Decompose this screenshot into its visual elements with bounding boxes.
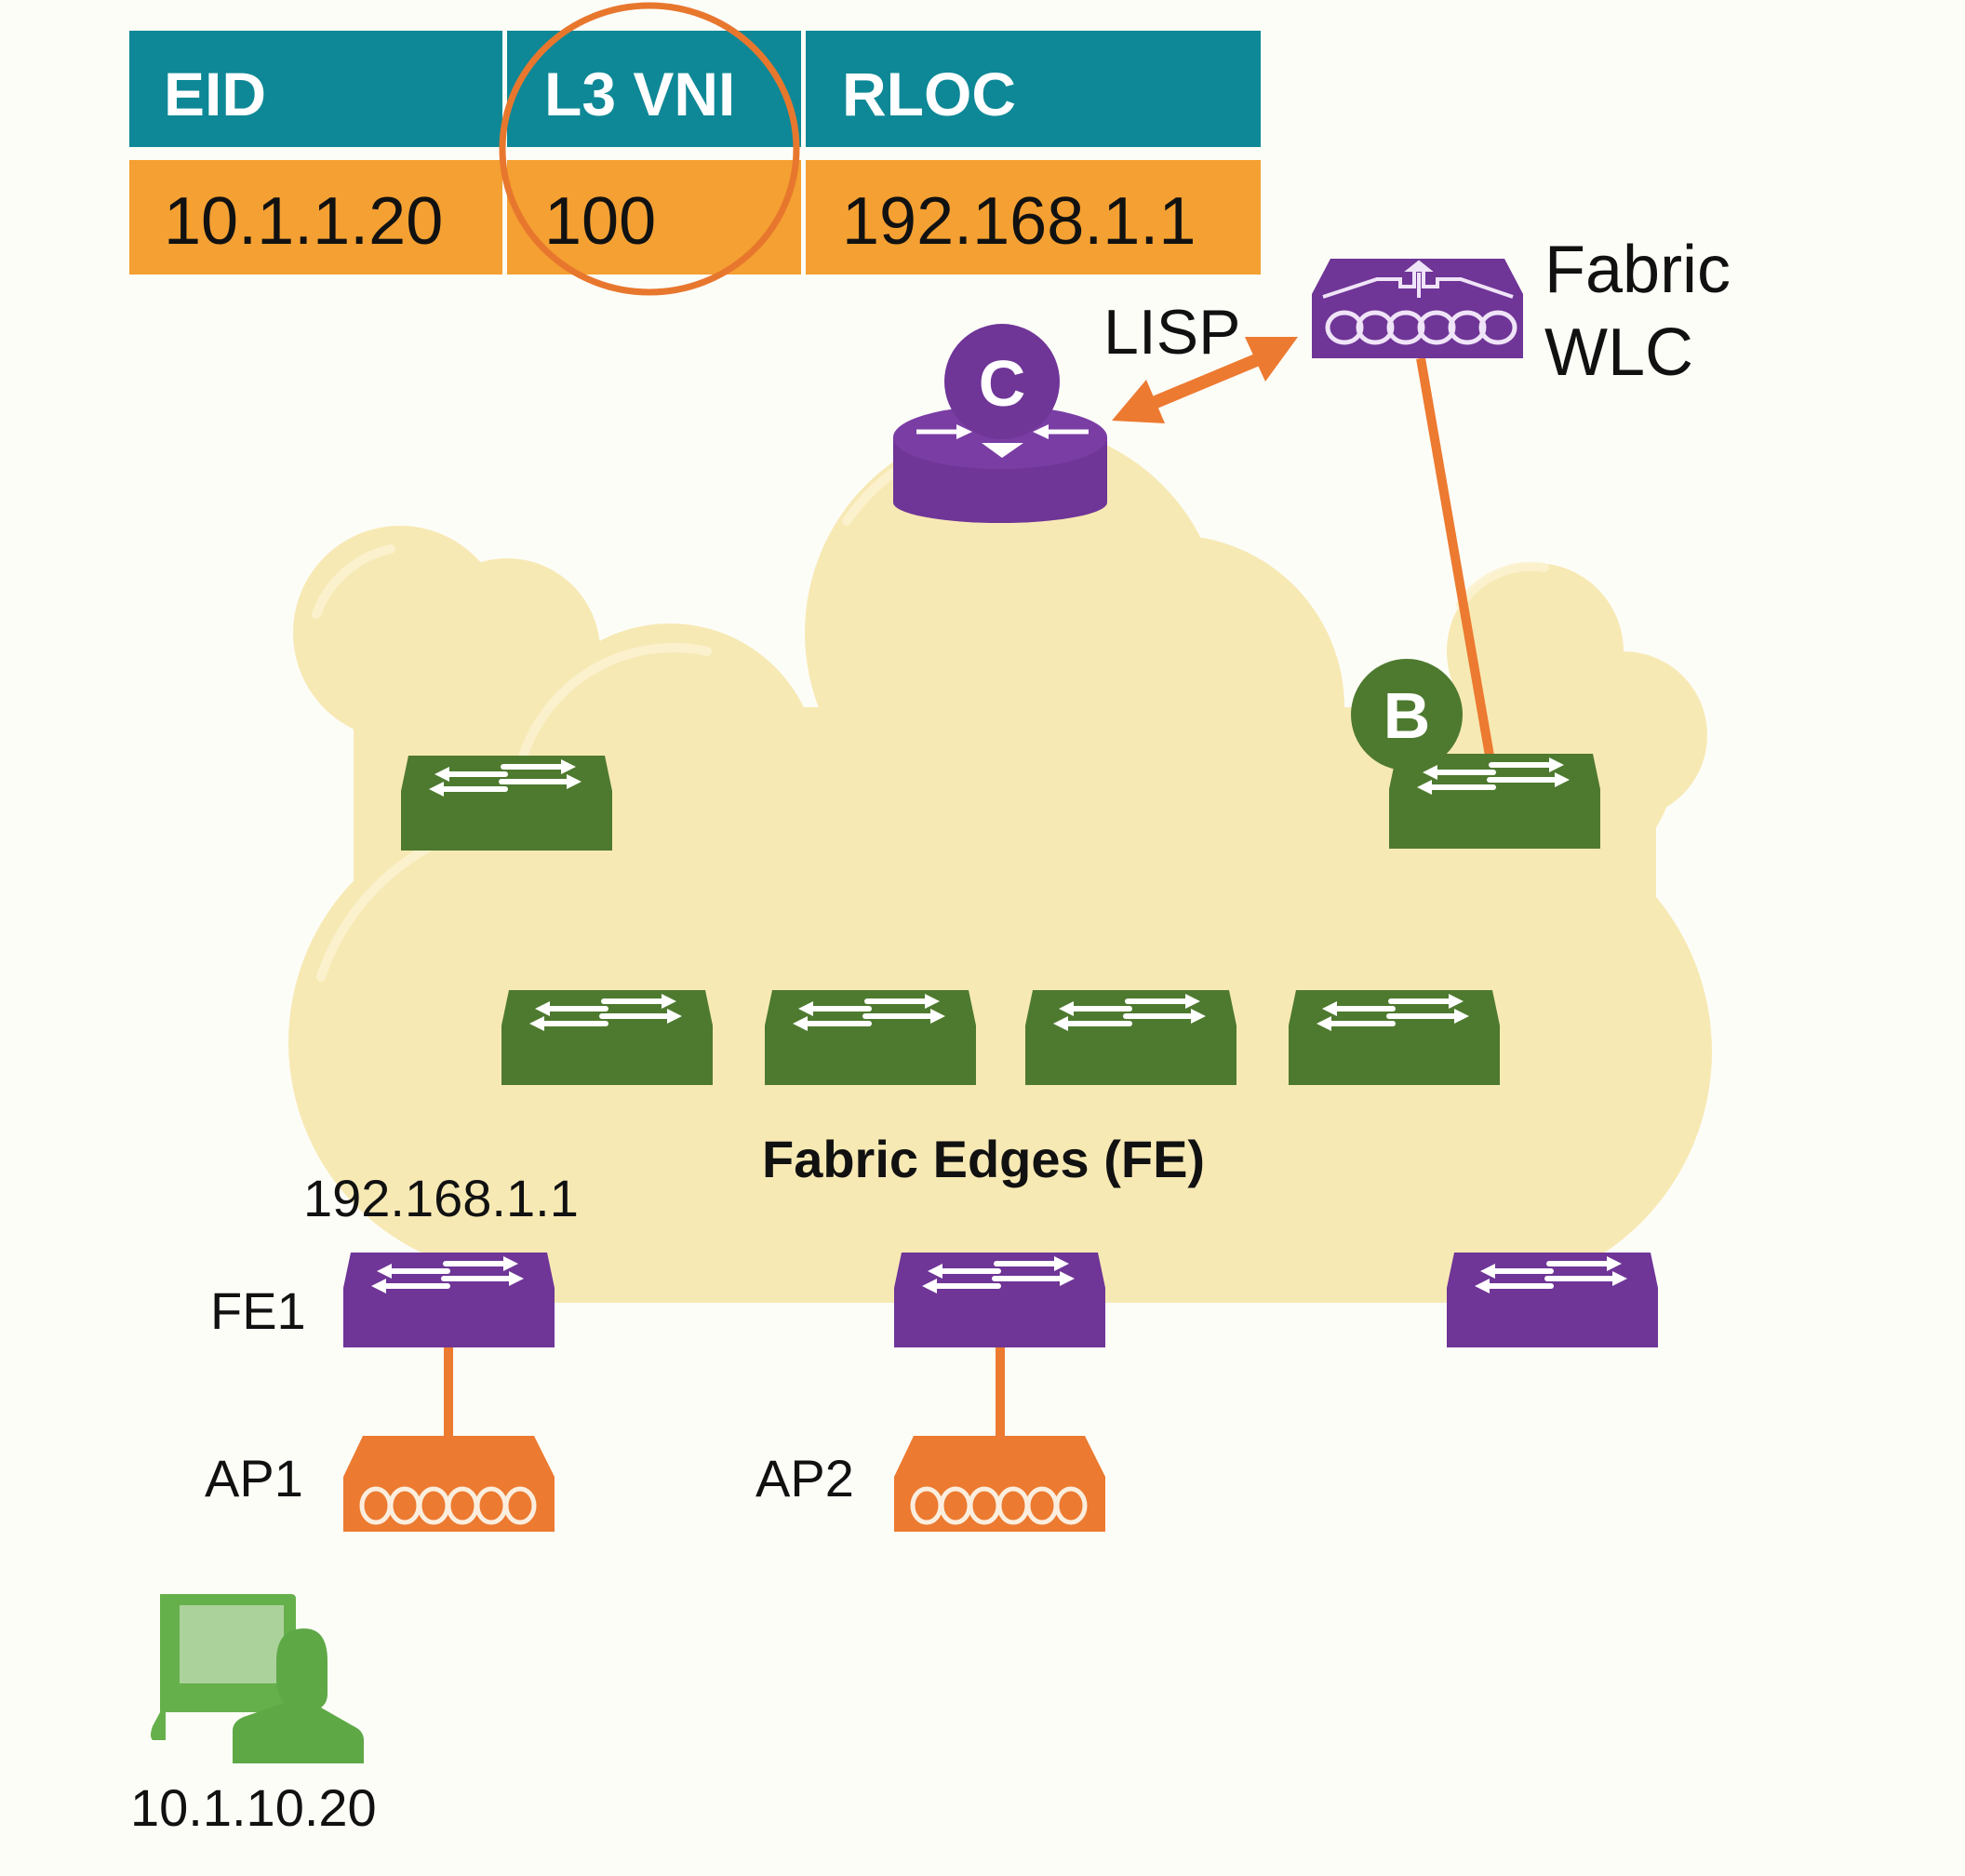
wlc-border-link <box>1416 357 1494 757</box>
cell-rloc-text: 192.168.1.1 <box>842 184 1196 259</box>
table-cell-rloc <box>806 160 1261 275</box>
fabric-switch[interactable] <box>765 990 976 1085</box>
wireless-client-icon[interactable] <box>151 1594 364 1763</box>
cell-eid-text: 10.1.1.20 <box>164 184 443 259</box>
fabric-switch[interactable] <box>1289 990 1500 1085</box>
ap1-label: AP1 <box>205 1449 303 1508</box>
highlight-ring <box>499 2 800 296</box>
access-point-ap1[interactable] <box>343 1436 555 1532</box>
wlc-antenna-icon <box>1322 260 1514 299</box>
wlc-label-line1: Fabric <box>1544 233 1731 307</box>
mapping-table: EID L3 VNI RLOC 10.1.1.20 100 192.168.1.… <box>129 2 1261 296</box>
wlc-label-line2: WLC <box>1544 315 1693 390</box>
border-badge-text: B <box>1384 679 1431 752</box>
ap-radio-icon <box>910 1486 1088 1525</box>
router-arrows-icon <box>916 424 1089 458</box>
wlc-ports-icon <box>1325 310 1517 345</box>
ap-radio-icon <box>359 1486 537 1525</box>
control-plane-router[interactable]: C <box>893 324 1107 523</box>
header-eid-text: EID <box>164 60 266 128</box>
table-cell-eid <box>129 160 502 275</box>
client-ip-label: 10.1.10.20 <box>130 1778 377 1837</box>
access-point-ap2[interactable] <box>894 1436 1105 1532</box>
fabric-edge-fe1[interactable] <box>343 1253 555 1347</box>
header-rloc-text: RLOC <box>842 60 1016 128</box>
ap2-label: AP2 <box>755 1449 854 1508</box>
lisp-label: LISP <box>1103 297 1240 368</box>
control-plane-badge <box>944 324 1060 439</box>
control-plane-badge-text: C <box>979 347 1026 420</box>
fe1-rloc-label: 192.168.1.1 <box>303 1169 579 1227</box>
fe1-label: FE1 <box>210 1281 306 1340</box>
fabric-edge-fe3[interactable] <box>1447 1253 1658 1347</box>
cell-l3vni-text: 100 <box>544 184 656 259</box>
fabric-switch[interactable] <box>1025 990 1236 1085</box>
fabric-edges-caption: Fabric Edges (FE) <box>762 1130 1205 1188</box>
fabric-switch[interactable] <box>501 990 713 1085</box>
fabric-edge-fe2[interactable] <box>894 1253 1105 1347</box>
border-badge <box>1351 659 1463 770</box>
lisp-link-arrow <box>1112 337 1298 423</box>
header-l3vni-text: L3 VNI <box>544 60 735 128</box>
fabric-wlc[interactable] <box>1312 259 1523 358</box>
intermediate-switch[interactable] <box>401 756 612 851</box>
table-header-rloc <box>806 31 1261 147</box>
table-header-eid <box>129 31 502 147</box>
border-node-switch[interactable] <box>1389 754 1600 849</box>
